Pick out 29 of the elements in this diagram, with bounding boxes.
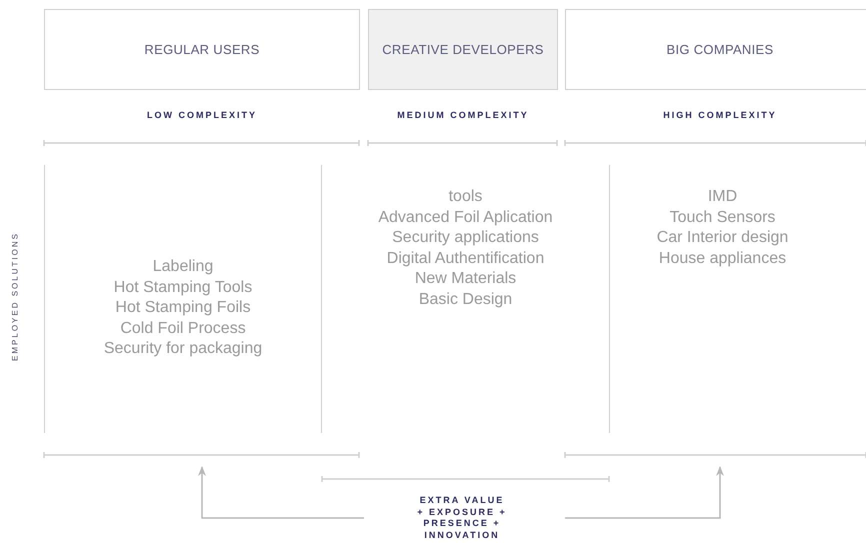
solution-text: Labeling xyxy=(152,257,214,277)
solution-text: Basic Design xyxy=(418,290,512,310)
complexity-label: MEDIUM COMPLEXITY xyxy=(396,110,530,120)
solution-text: IMD xyxy=(708,187,738,207)
solution-text: Car Interior design xyxy=(656,228,788,248)
complexity-label: HIGH COMPLEXITY xyxy=(662,110,778,120)
header-box xyxy=(44,9,360,90)
solution-text: Touch Sensors xyxy=(670,208,776,228)
axis-label: EMPLOYED SOLUTIONS xyxy=(10,231,20,363)
arrow xyxy=(198,466,364,519)
solution-text: New Materials xyxy=(414,269,516,289)
header-text: CREATIVE DEVELOPERS xyxy=(382,42,544,57)
solution-text: Advanced Foil Aplication xyxy=(378,208,553,228)
extra-value-text: EXTRA VALUE + EXPOSURE + PRESENCE + INNOVATION xyxy=(414,495,510,543)
solutions-column xyxy=(44,165,322,433)
complexity-label: LOW COMPLEXITY xyxy=(146,110,258,120)
solution-text: House appliances xyxy=(658,248,786,268)
solution-text: Digital Authentification xyxy=(386,248,544,268)
solution-text: Security applications xyxy=(392,228,539,248)
arrow xyxy=(565,466,724,519)
solution-text: tools xyxy=(448,187,482,207)
header-box xyxy=(368,9,558,90)
header-box xyxy=(565,9,866,90)
solution-text: Cold Foil Process xyxy=(120,318,246,338)
solution-text: Hot Stamping Foils xyxy=(115,298,251,318)
header-text: BIG COMPANIES xyxy=(666,42,774,57)
solution-text: Security for packaging xyxy=(104,339,262,359)
solution-text: Hot Stamping Tools xyxy=(114,278,252,298)
header-text: REGULAR USERS xyxy=(144,42,260,57)
